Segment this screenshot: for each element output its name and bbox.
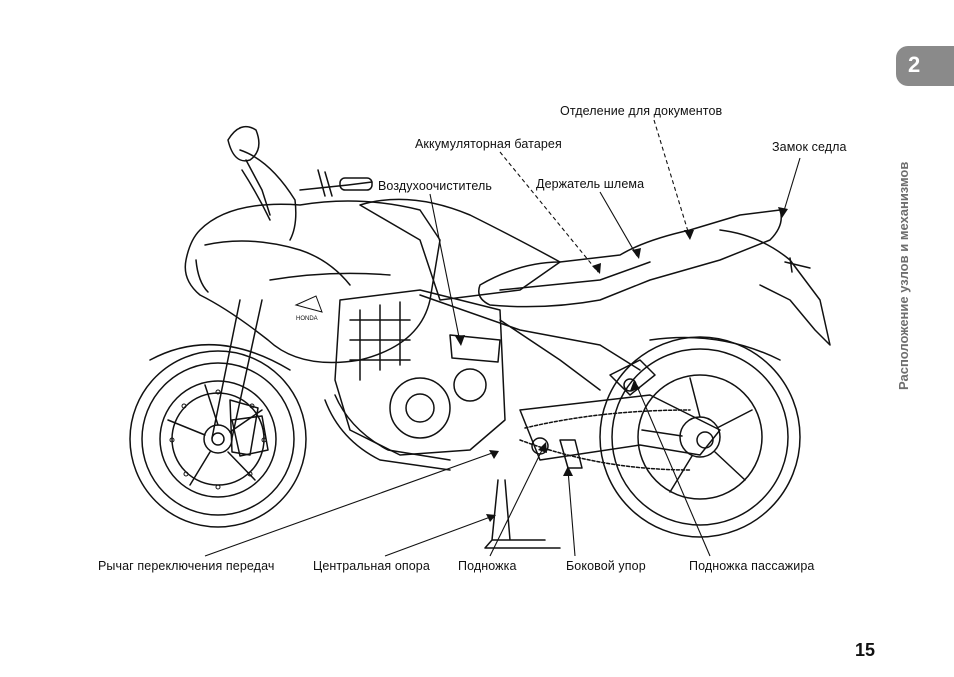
label-helmet-holder: Держатель шлема (536, 177, 645, 191)
chapter-tab: 2 (896, 46, 954, 86)
front-wheel (129, 343, 307, 528)
chapter-number: 2 (908, 52, 921, 77)
leader-battery (499, 151, 599, 273)
leader-documents (653, 119, 691, 239)
label-seat-lock: Замок седла (772, 140, 847, 154)
svg-text:HONDA: HONDA (296, 316, 318, 322)
label-center-stand: Центральная опора (313, 559, 430, 573)
leader-footpeg (489, 445, 545, 557)
label-footpeg: Подножка (458, 559, 517, 573)
leader-seat-lock (782, 157, 801, 215)
label-side-stand: Боковой упор (566, 559, 646, 573)
leader-center-stand (384, 515, 494, 557)
honda-logo: HONDA (294, 295, 323, 322)
label-air-cleaner: Воздухоочиститель (378, 179, 492, 193)
leader-shift-lever (204, 451, 496, 557)
label-shift-lever: Рычаг переключения передач (98, 559, 275, 573)
leader-passenger-footpeg (635, 383, 711, 557)
leader-side-stand (567, 469, 576, 557)
leader-helmet-holder (599, 191, 638, 257)
label-documents: Отделение для документов (560, 104, 723, 118)
label-battery: Аккумуляторная батарея (415, 137, 562, 151)
rear-wheel (599, 336, 801, 538)
page-number: 15 (855, 640, 876, 660)
leader-air-cleaner (429, 193, 461, 343)
label-passenger-footpeg: Подножка пассажира (689, 559, 815, 573)
